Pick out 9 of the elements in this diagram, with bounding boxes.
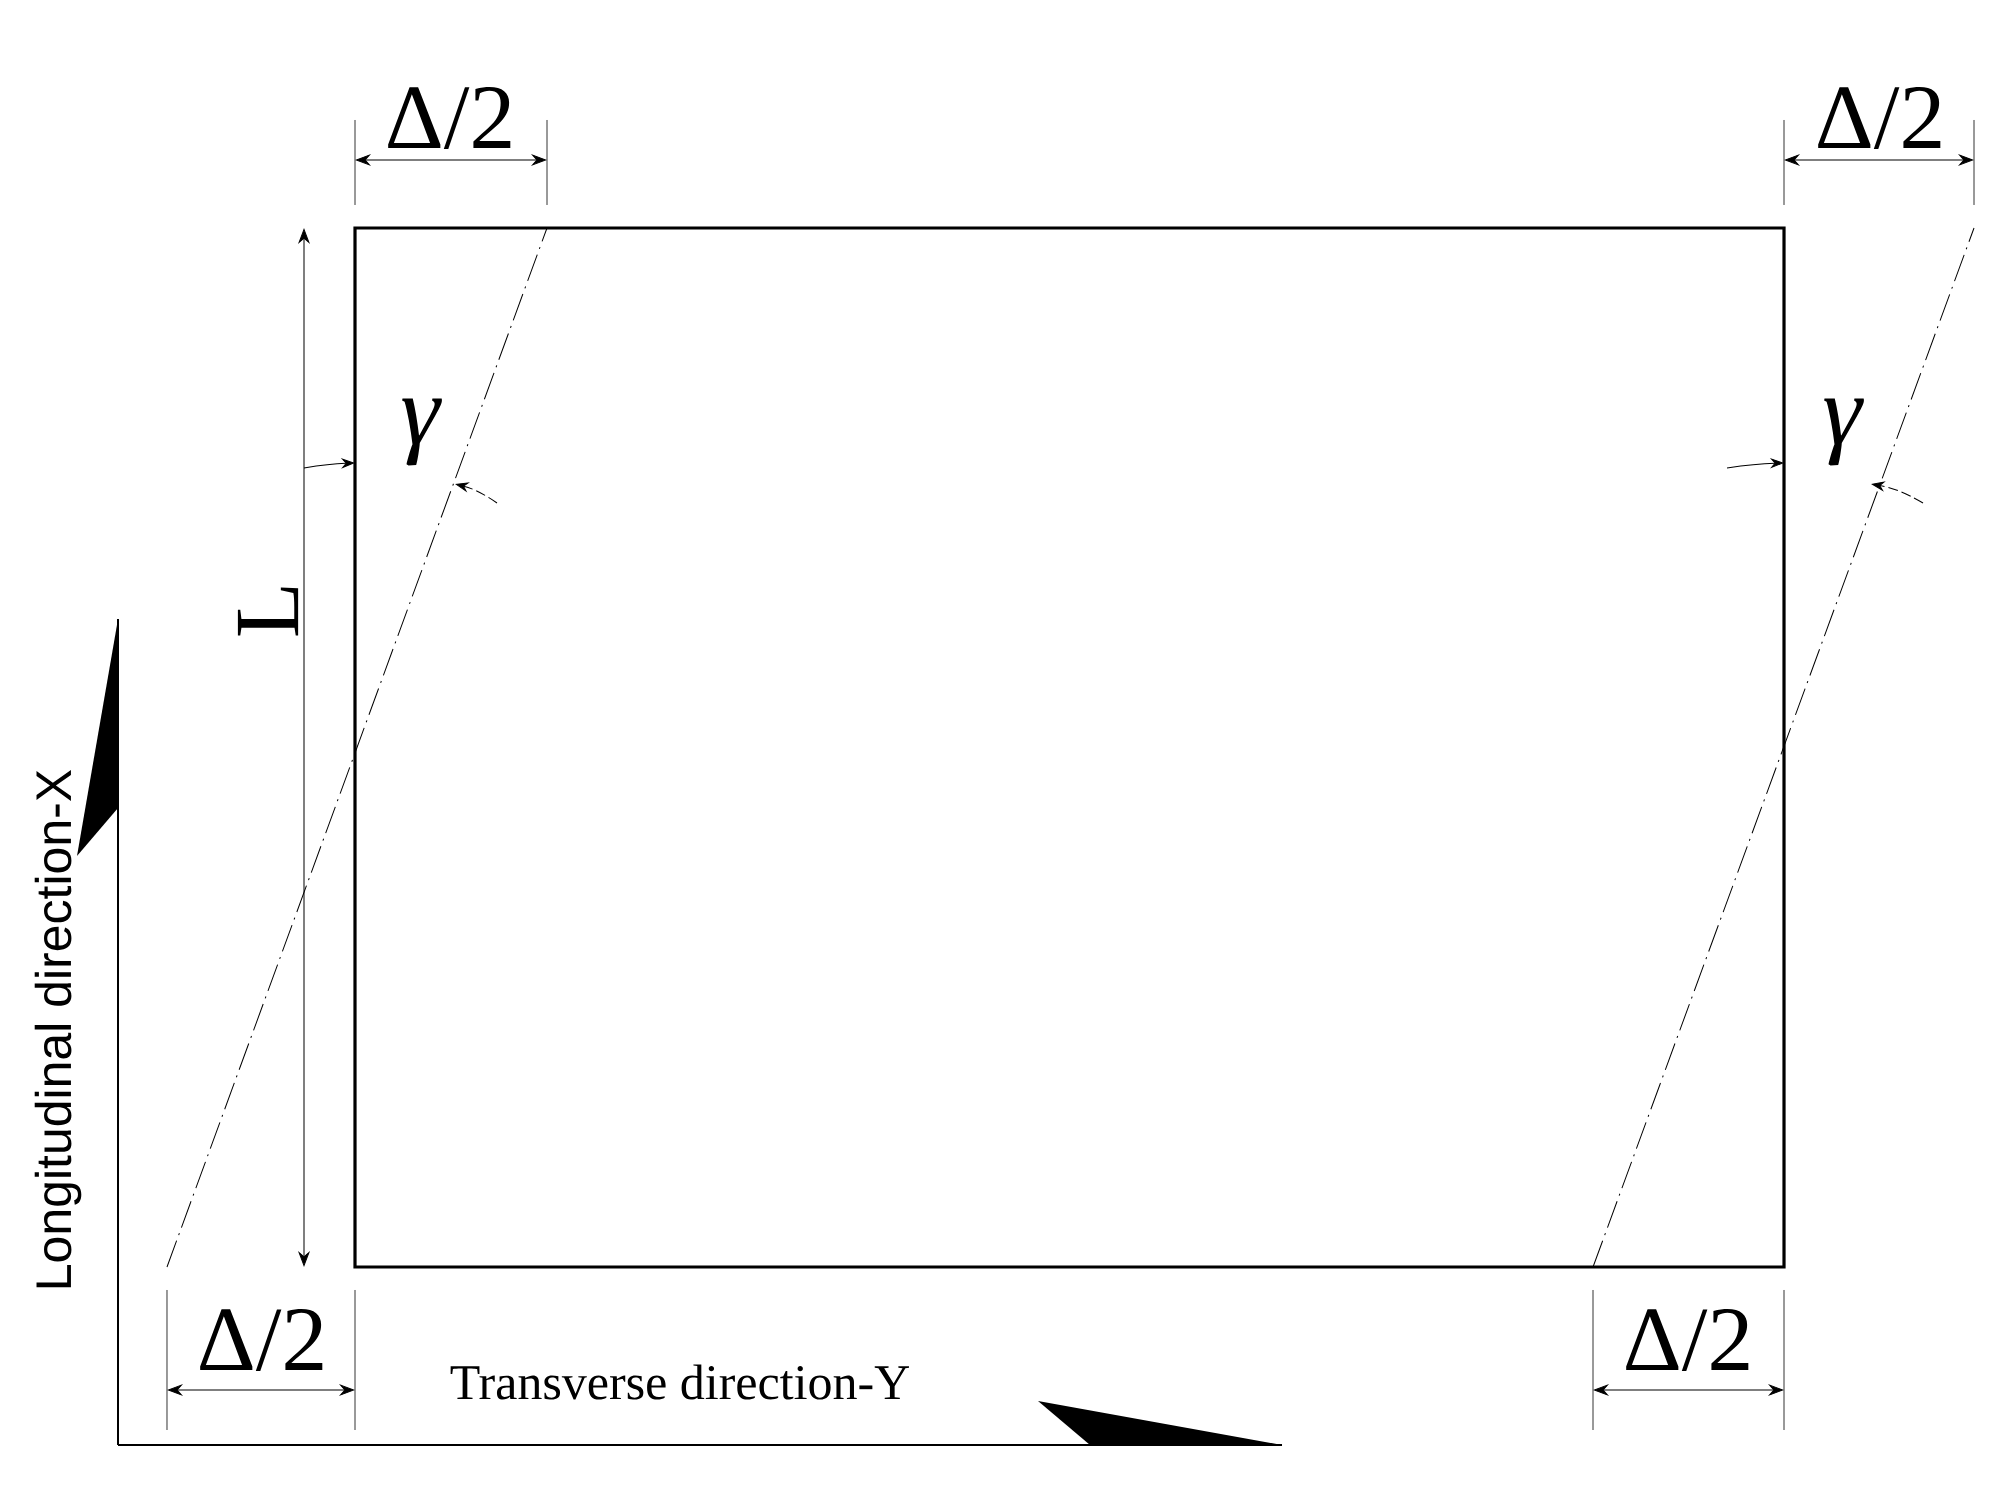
dimension-text: Δ/2 [1626,1309,1749,1371]
dimension-text: Δ/2 [388,87,511,149]
angle-symbol: γ [1824,398,1864,466]
dimension-text: L [237,587,299,636]
angle-symbol: γ [402,398,442,466]
dimension-text: Δ/2 [1818,87,1941,149]
axis-label: Transverse direction-Y [450,1364,910,1400]
dimension-text: Δ/2 [200,1309,323,1371]
axis-label: Longitudinal direction-X [34,769,82,1288]
